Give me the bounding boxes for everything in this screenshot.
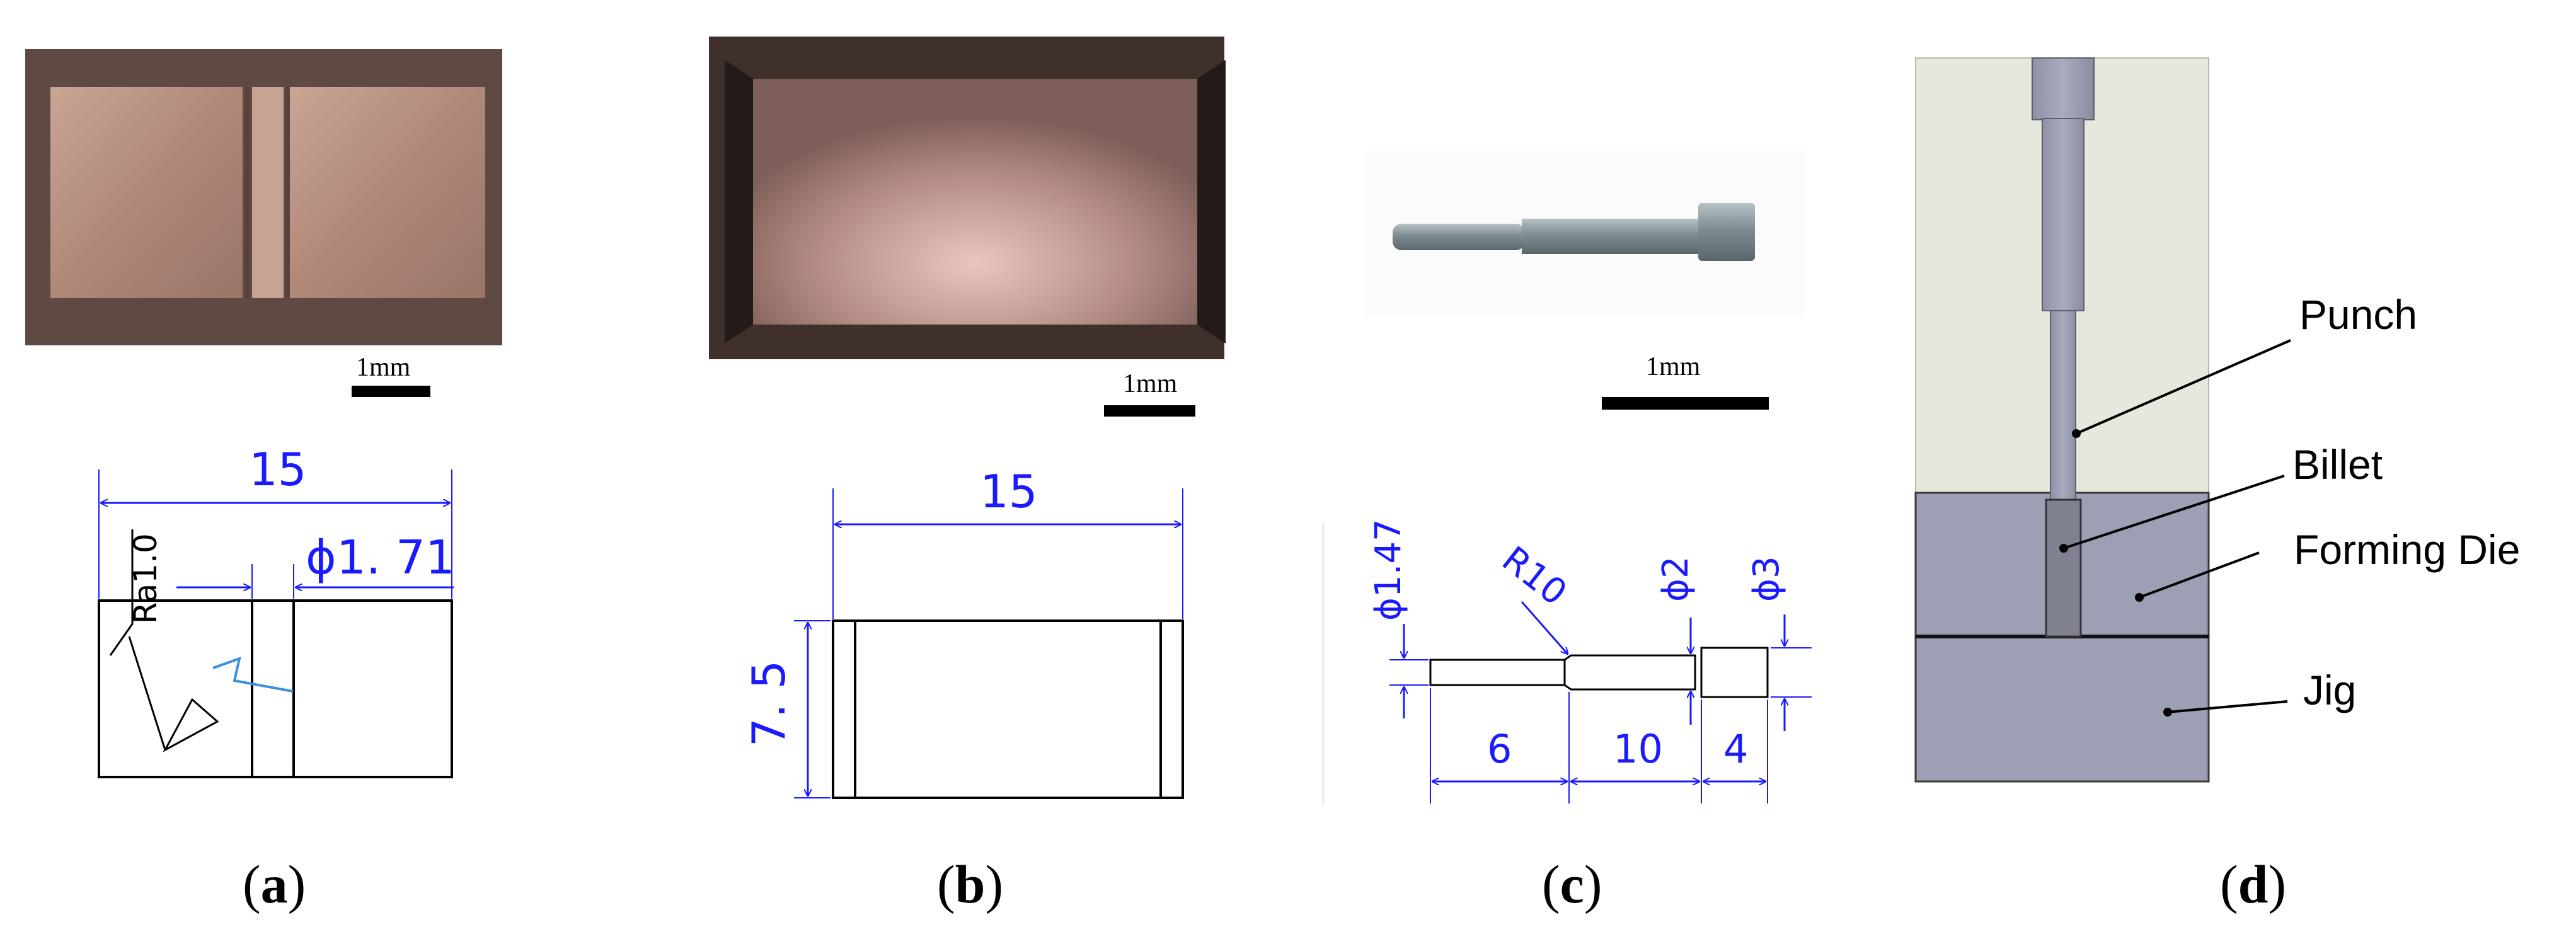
punch-head — [1698, 203, 1755, 261]
panel-a: 1mm Ra1.0 15 ϕ1. 71 (a) — [25, 49, 502, 914]
dim-width-label: 15 — [249, 443, 307, 496]
billet-block — [753, 79, 1197, 325]
label-billet: Billet — [2292, 441, 2383, 488]
panel-b-scale-label: 1mm — [1123, 369, 1178, 398]
billet-groove — [252, 87, 284, 298]
punch-head — [2032, 57, 2095, 120]
dim-shank-diameter: ϕ2 — [1655, 556, 1696, 602]
panel-b-scale-bar: 1mm — [1104, 369, 1195, 417]
panel-c-scale-bar: 1mm — [1602, 352, 1769, 410]
dim-length-3: 4 — [1723, 726, 1748, 772]
dim-width-label: 15 — [980, 465, 1038, 518]
panel-a-photo — [25, 49, 502, 345]
panel-b-caption: (b) — [937, 854, 1003, 914]
panel-d-caption: (d) — [2220, 854, 2286, 914]
label-jig: Jig — [2303, 667, 2356, 713]
punch-shank — [2042, 118, 2084, 311]
dim-groove-label: ϕ1. 71 — [306, 531, 455, 585]
panel-b: 1mm 15 7. 5 (b) — [709, 37, 1226, 914]
panel-d: Punch Billet Forming Die Jig (d) — [1914, 57, 2520, 914]
label-forming-die: Forming Die — [2294, 526, 2520, 573]
panel-b-photo — [709, 37, 1226, 359]
dim-height-label: 7. 5 — [742, 660, 795, 747]
roughness-label: Ra1.0 — [127, 533, 164, 624]
panel-c-photo — [1364, 151, 1805, 315]
dim-head-diameter: ϕ3 — [1746, 556, 1787, 602]
punch-tip — [1393, 224, 1525, 250]
panel-a-scale-label: 1mm — [356, 353, 411, 382]
billet — [2045, 498, 2082, 638]
panel-a-caption: (a) — [243, 854, 306, 914]
billet-half-left — [50, 87, 243, 298]
panel-b-drawing: 15 7. 5 — [742, 465, 1184, 799]
panel-c-scale-label: 1mm — [1646, 352, 1701, 381]
label-punch: Punch — [2299, 291, 2417, 338]
dim-radius: R10 — [1494, 539, 1574, 614]
punch-shank — [1522, 219, 1705, 254]
billet-half-right — [290, 87, 485, 298]
dim-tip-diameter: ϕ1.47 — [1368, 519, 1409, 621]
punch-tip — [2050, 310, 2076, 500]
panel-c: 1mm 6 10 4 ϕ1.47 — [1322, 151, 1812, 914]
panel-d-diagram — [1914, 57, 2291, 783]
dim-length-2: 10 — [1613, 726, 1663, 772]
panel-a-scale-bar: 1mm — [352, 353, 430, 397]
panel-c-caption: (c) — [1542, 854, 1602, 914]
panel-a-drawing: Ra1.0 15 ϕ1. 71 — [98, 443, 455, 778]
dim-length-1: 6 — [1487, 726, 1512, 772]
panel-c-drawing: 6 10 4 ϕ1.47 R10 ϕ2 ϕ3 — [1322, 519, 1812, 804]
